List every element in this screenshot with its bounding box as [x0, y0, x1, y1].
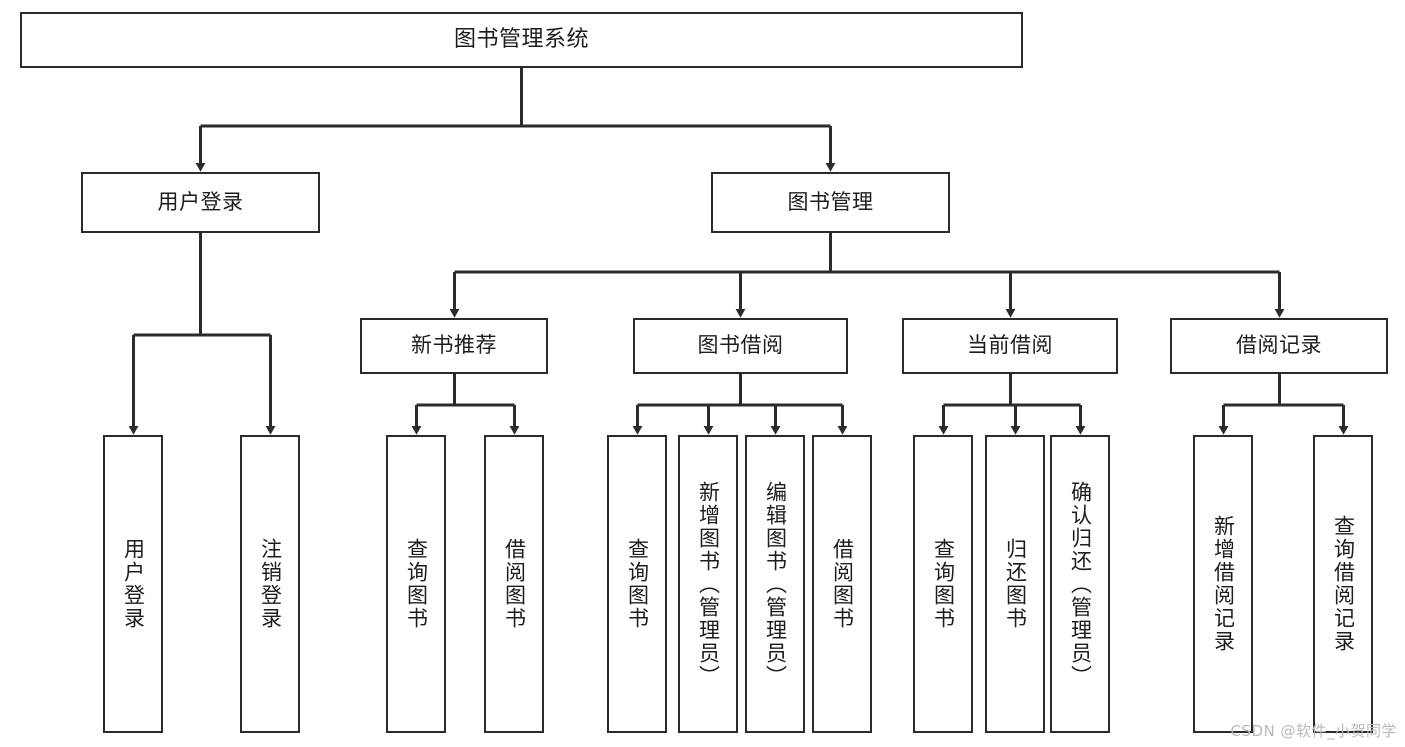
- node-book-borrow[interactable]: 图书借阅: [633, 318, 848, 374]
- node-book-manage[interactable]: 图书管理: [711, 172, 950, 233]
- node-leaf-user-login-label: 用户登录: [121, 538, 146, 630]
- node-leaf-query-record[interactable]: 查询借阅记录: [1313, 435, 1373, 733]
- node-leaf-confirm-return-label: 确认归还（管理员）: [1068, 480, 1093, 688]
- node-leaf-borrow-book-1-label: 借阅图书: [502, 538, 527, 630]
- node-leaf-query-book-1[interactable]: 查询图书: [386, 435, 446, 733]
- node-borrow-record[interactable]: 借阅记录: [1170, 318, 1388, 374]
- node-root-label: 图书管理系统: [453, 26, 589, 52]
- node-leaf-add-record-label: 新增借阅记录: [1211, 515, 1236, 653]
- watermark: CSDN @软件_小贺同学: [1230, 722, 1397, 740]
- node-leaf-user-logout[interactable]: 注销登录: [240, 435, 300, 733]
- node-leaf-query-book-2-label: 查询图书: [625, 538, 650, 630]
- node-current-borrow[interactable]: 当前借阅: [902, 318, 1118, 374]
- node-root[interactable]: 图书管理系统: [20, 12, 1023, 68]
- node-leaf-return-book[interactable]: 归还图书: [985, 435, 1045, 733]
- node-leaf-add-record[interactable]: 新增借阅记录: [1193, 435, 1253, 733]
- node-book-borrow-label: 图书借阅: [697, 333, 784, 358]
- node-book-manage-label: 图书管理: [787, 189, 874, 214]
- node-leaf-add-book-label: 新增图书（管理员）: [696, 480, 721, 688]
- node-leaf-confirm-return[interactable]: 确认归还（管理员）: [1050, 435, 1110, 733]
- node-new-book-rec-label: 新书推荐: [411, 333, 497, 358]
- node-borrow-record-label: 借阅记录: [1236, 333, 1322, 358]
- node-leaf-borrow-book-1[interactable]: 借阅图书: [484, 435, 544, 733]
- node-leaf-query-record-label: 查询借阅记录: [1331, 515, 1356, 653]
- node-leaf-user-logout-label: 注销登录: [258, 538, 283, 630]
- node-leaf-edit-book-label: 编辑图书（管理员）: [763, 480, 788, 688]
- node-leaf-borrow-book-2-label: 借阅图书: [830, 538, 855, 630]
- node-new-book-rec[interactable]: 新书推荐: [360, 318, 548, 374]
- node-leaf-query-book-1-label: 查询图书: [404, 538, 429, 630]
- node-leaf-add-book[interactable]: 新增图书（管理员）: [678, 435, 738, 733]
- node-leaf-user-login[interactable]: 用户登录: [103, 435, 163, 733]
- node-leaf-borrow-book-2[interactable]: 借阅图书: [812, 435, 872, 733]
- node-leaf-query-book-2[interactable]: 查询图书: [607, 435, 667, 733]
- node-leaf-return-book-label: 归还图书: [1003, 538, 1028, 630]
- node-current-borrow-label: 当前借阅: [967, 333, 1053, 358]
- node-leaf-edit-book[interactable]: 编辑图书（管理员）: [745, 435, 805, 733]
- node-leaf-query-book-3-label: 查询图书: [931, 538, 956, 630]
- node-user-login[interactable]: 用户登录: [81, 172, 320, 233]
- node-leaf-query-book-3[interactable]: 查询图书: [913, 435, 973, 733]
- node-user-login-label: 用户登录: [157, 189, 244, 214]
